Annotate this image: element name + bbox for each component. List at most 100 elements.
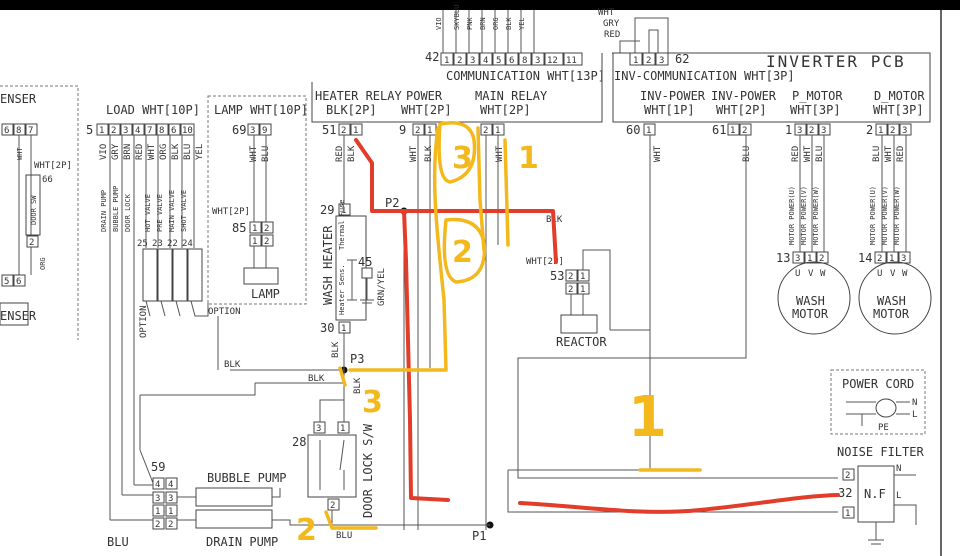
svg-text:2: 2 — [29, 238, 34, 248]
reactor-wires — [570, 249, 611, 330]
svg-text:HOT VALVE: HOT VALVE — [144, 194, 152, 232]
door-sw-box — [25, 174, 41, 236]
svg-text:2: 2 — [819, 254, 824, 264]
svg-text:2: 2 — [646, 56, 651, 66]
svg-text:2: 2 — [168, 520, 173, 530]
main-relay-conn: WHT[2P] — [480, 103, 531, 117]
pin — [479, 52, 493, 66]
blu-label-2: BLU — [336, 531, 352, 541]
pin — [144, 123, 157, 136]
svg-text:2: 2 — [330, 501, 335, 511]
d-motor-red: RED — [896, 146, 906, 162]
anno-1-big: 1 — [628, 385, 667, 450]
valve-return — [145, 300, 209, 317]
nf-l: L — [896, 491, 901, 501]
inv-comm-label: INV-COMMUNICATION WHT[3P] — [614, 69, 795, 83]
svg-text:2: 2 — [568, 285, 573, 295]
svg-text:4: 4 — [168, 480, 173, 490]
svg-text:3: 3 — [250, 126, 255, 136]
pin — [842, 506, 855, 519]
inv-comm-num: 62 — [675, 52, 689, 66]
d-motor-wht: WHT — [884, 145, 894, 162]
option-2: OPTION — [208, 307, 241, 317]
pin — [565, 269, 578, 282]
pin — [261, 221, 274, 234]
power-cord-label: POWER CORD — [842, 377, 914, 391]
svg-text:10: 10 — [182, 126, 193, 136]
inv-power1-color: WHT — [653, 145, 663, 162]
load-wires — [109, 135, 195, 520]
blk-label-1: BLK — [224, 360, 241, 370]
svg-text:BLU: BLU — [183, 144, 193, 160]
pin — [440, 52, 454, 66]
svg-text:WHT: WHT — [147, 143, 157, 160]
svg-text:4: 4 — [135, 126, 140, 136]
svg-text:2: 2 — [809, 126, 814, 136]
dispenser-frame — [0, 85, 79, 340]
dispenser-conn: WHT[2P] — [34, 161, 72, 171]
svg-text:1: 1 — [495, 126, 500, 136]
power-num: 9 — [399, 123, 406, 137]
yellow-loop-3 — [437, 121, 477, 184]
option-1: OPTION — [139, 305, 149, 338]
valve-blocks — [142, 248, 203, 302]
svg-text:RED: RED — [135, 144, 145, 160]
inv-power2-num: 61 — [712, 123, 726, 137]
d-wash-motor — [858, 261, 932, 335]
drain-pump-body — [195, 509, 273, 529]
heater-num2: 30 — [320, 321, 334, 335]
annotation-labels: 3 1 2 3 1 2 — [296, 141, 667, 548]
yellow-marker-paths — [324, 121, 702, 530]
pin — [152, 491, 165, 504]
dispenser-frag2: ENSER — [0, 309, 37, 323]
svg-text:DRAIN PUMP: DRAIN PUMP — [100, 190, 108, 232]
pin — [165, 517, 178, 530]
p-motor-name2: MOTOR — [792, 307, 829, 321]
color-skyblu: SKYBLU — [453, 5, 461, 30]
inv-power1-num: 60 — [626, 123, 640, 137]
heater-blk: BLK — [331, 341, 341, 358]
svg-text:6: 6 — [16, 277, 21, 287]
d-motor-wires — [881, 135, 907, 252]
svg-text:4: 4 — [155, 480, 160, 490]
pin — [792, 251, 805, 264]
p-motor-red: RED — [791, 146, 801, 162]
gnd-num: 45 — [358, 255, 372, 269]
wash-heater-label: WASH HEATER — [321, 225, 335, 305]
svg-text:2: 2 — [483, 126, 488, 136]
color-pnk: PNK — [466, 17, 474, 30]
yellow-loop-2 — [442, 217, 487, 284]
pin — [120, 123, 133, 136]
door-lock-name: DOOR LOCK S/W — [361, 423, 375, 518]
main-relay-label: MAIN RELAY — [475, 89, 548, 103]
top-wire-gry: GRY — [603, 19, 620, 29]
power-blk: BLK — [424, 145, 434, 162]
hot-valve-block — [142, 248, 158, 302]
svg-text:1: 1 — [155, 507, 160, 517]
color-yel: YEL — [518, 17, 526, 30]
p-motor-phase-w: MOTOR POWER(W) — [812, 186, 820, 245]
pin — [842, 468, 855, 481]
svg-text:1: 1 — [99, 126, 104, 136]
svg-text:PRE VALVE: PRE VALVE — [156, 194, 164, 232]
svg-text:2: 2 — [568, 272, 573, 282]
pump-num: 59 — [151, 460, 165, 474]
dispenser-wires — [18, 135, 32, 275]
anno-2-mid: 2 — [452, 235, 473, 270]
svg-text:7: 7 — [147, 126, 152, 136]
lamp-label: LAMP WHT[10P] — [214, 103, 308, 117]
valve-num-22: 22 — [167, 239, 178, 249]
p-motor-wht: WHT — [803, 145, 813, 162]
svg-text:YEL: YEL — [195, 144, 205, 160]
d-motor-phase-u: MOTOR POWER(U) — [869, 186, 877, 245]
point-p2: P2 — [385, 196, 399, 210]
power-wht: WHT — [409, 145, 419, 162]
d-motor-num: 2 — [866, 123, 873, 137]
svg-text:DOOR LOCK: DOOR LOCK — [124, 193, 132, 232]
svg-text:GRY: GRY — [111, 143, 121, 160]
load-parts: DRAIN PUMP BUBBLE PUMP DOOR LOCK HOT VAL… — [100, 186, 188, 232]
anno-2-low: 2 — [296, 513, 317, 548]
svg-text:1: 1 — [580, 285, 585, 295]
svg-text:1: 1 — [845, 509, 850, 519]
heater-relay-num: 51 — [322, 123, 336, 137]
